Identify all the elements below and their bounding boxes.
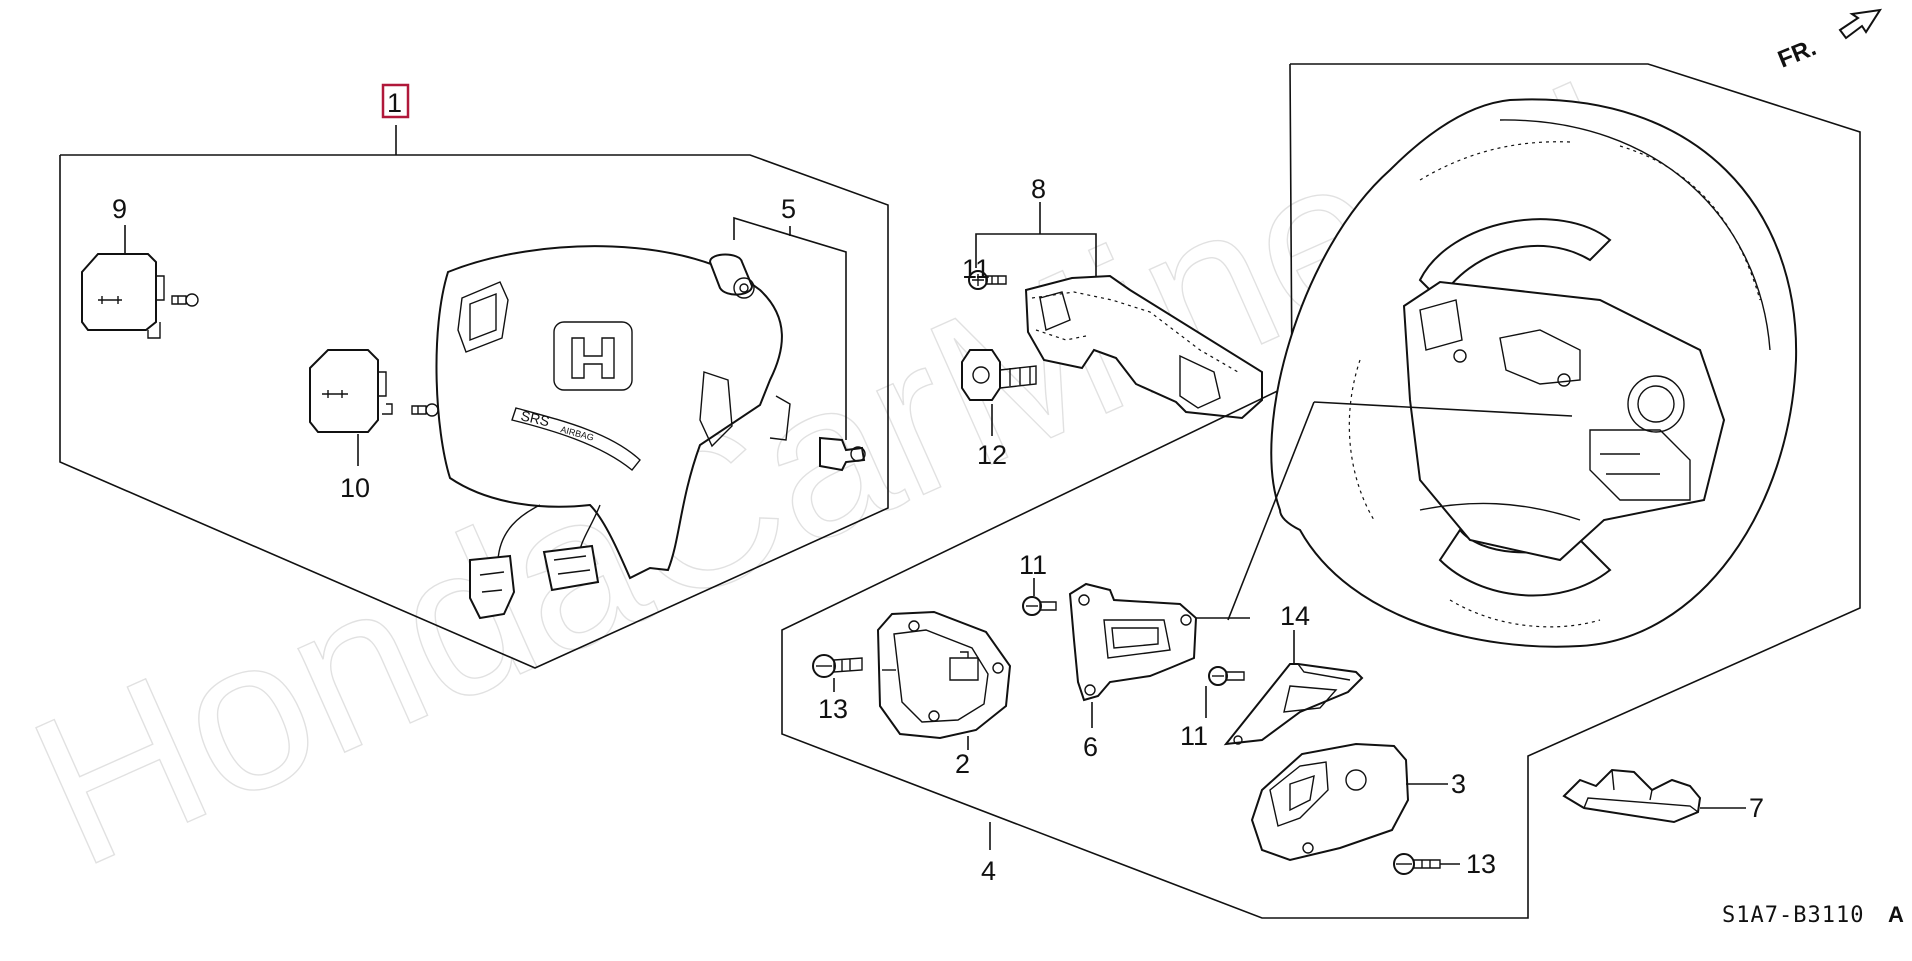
callout-10[interactable]: 10	[340, 473, 370, 503]
steering-wheel[interactable]	[1270, 98, 1798, 648]
callout-11-lower[interactable]: 11	[1180, 721, 1208, 751]
switch-bracket[interactable]	[1068, 582, 1198, 702]
screw-11-top[interactable]	[968, 270, 1007, 290]
callout-4[interactable]: 4	[981, 856, 996, 886]
switch-cover-right[interactable]	[1250, 742, 1410, 862]
callout-9[interactable]: 9	[112, 194, 127, 224]
airbag-module[interactable]: SRS AIRBAG	[435, 245, 791, 620]
bolt-collar[interactable]	[708, 253, 755, 299]
callout-11-middle[interactable]: 11	[1019, 550, 1047, 580]
callout-6[interactable]: 6	[1083, 732, 1098, 762]
callout-1-highlight	[381, 83, 410, 119]
callout-1[interactable]: 1	[387, 88, 402, 118]
callout-2[interactable]: 2	[955, 749, 970, 779]
callout-13-right[interactable]: 13	[1466, 849, 1496, 879]
horn-button-right[interactable]	[309, 349, 439, 433]
diagram-suffix: A	[1888, 902, 1904, 927]
screw-11-lower[interactable]	[1208, 666, 1245, 686]
screw-11-middle[interactable]	[1022, 596, 1057, 616]
mounting-plate[interactable]	[1223, 663, 1364, 746]
callout-11-top[interactable]: 11	[962, 254, 990, 284]
callout-8[interactable]: 8	[1031, 174, 1046, 204]
callout-3[interactable]: 3	[1451, 769, 1466, 799]
diagram-code: S1A7-B3110	[1722, 903, 1864, 928]
callout-14[interactable]: 14	[1280, 601, 1310, 631]
callout-5[interactable]: 5	[781, 194, 796, 224]
lower-cover-cap[interactable]	[1562, 768, 1702, 824]
switch-housing-left[interactable]	[876, 610, 1012, 740]
screw-13-left[interactable]	[812, 654, 863, 678]
front-direction-label: FR.	[1774, 34, 1820, 74]
airbag-emblem: SRS	[519, 407, 551, 429]
front-direction-arrow: FR.	[1774, 8, 1883, 74]
screw-13-right[interactable]	[1393, 853, 1441, 875]
callout-7[interactable]: 7	[1749, 793, 1764, 823]
airbag-group-frame	[59, 125, 889, 669]
wheel-group-frame	[781, 63, 1861, 919]
bolt-5[interactable]	[819, 436, 866, 472]
horn-button-left[interactable]	[81, 253, 199, 339]
callout-13-left[interactable]: 13	[818, 694, 848, 724]
callout-12[interactable]: 12	[977, 440, 1007, 470]
steering-cover[interactable]	[1024, 274, 1263, 420]
nut-12[interactable]	[961, 349, 1037, 401]
